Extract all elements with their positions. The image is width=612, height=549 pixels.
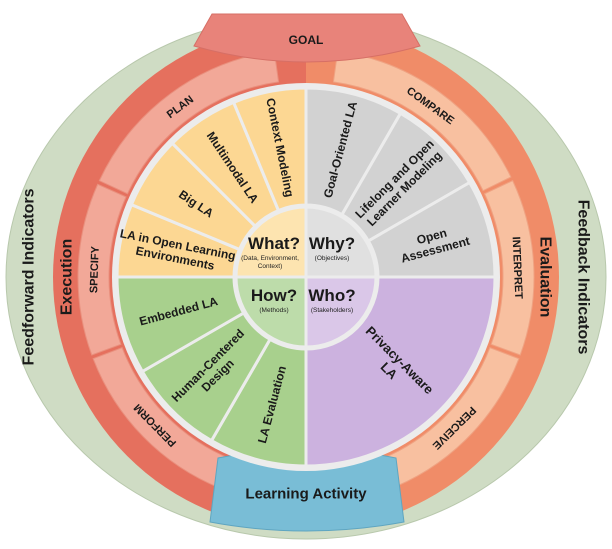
step-label-specify-line: SPECIFY	[88, 245, 102, 293]
feedforward-indicators-label-line: Feedforward Indicators	[21, 188, 38, 365]
who-title: Who?	[308, 286, 355, 305]
execution-label: Execution	[59, 239, 76, 315]
step-label-interpret-line: INTERPRET	[510, 236, 525, 299]
learning-activity-label-line: Learning Activity	[245, 485, 367, 502]
step-label-specify: SPECIFY	[88, 245, 102, 293]
goal-label-line: GOAL	[289, 33, 324, 47]
how-title: How?	[251, 286, 297, 305]
what-title: What?	[248, 234, 300, 253]
how-subtitle: (Methods)	[259, 307, 288, 314]
why-hub	[304, 205, 378, 279]
feedforward-indicators-label: Feedforward Indicators	[21, 188, 38, 365]
evaluation-label: Evaluation	[536, 237, 553, 318]
execution-label-line: Execution	[59, 239, 76, 315]
who-subtitle: (Stakeholders)	[311, 307, 353, 314]
feedback-indicators-label: Feedback Indicators	[574, 200, 591, 355]
what-hub	[234, 205, 308, 279]
feedback-indicators-label-line: Feedback Indicators	[574, 200, 591, 355]
step-arrow-interpret	[483, 179, 535, 356]
goal-label: GOAL	[289, 33, 324, 47]
why-title: Why?	[309, 234, 355, 253]
what-subtitle: Context)	[258, 263, 283, 270]
step-label-interpret: INTERPRET	[510, 236, 525, 299]
why-subtitle: (Objectives)	[315, 255, 350, 262]
who-hub	[304, 275, 378, 349]
who-sector	[304, 275, 497, 468]
step-arrow-specify	[77, 183, 127, 356]
goal-banner	[193, 13, 421, 63]
how-sector	[115, 275, 246, 374]
step-arrow-perform	[92, 346, 233, 490]
how-hub	[234, 275, 308, 349]
evaluation-label-line: Evaluation	[536, 237, 553, 318]
learning-activity-label: Learning Activity	[245, 485, 367, 502]
what-subtitle: (Data, Environment,	[241, 255, 299, 262]
step-arrow-compare	[332, 50, 512, 192]
